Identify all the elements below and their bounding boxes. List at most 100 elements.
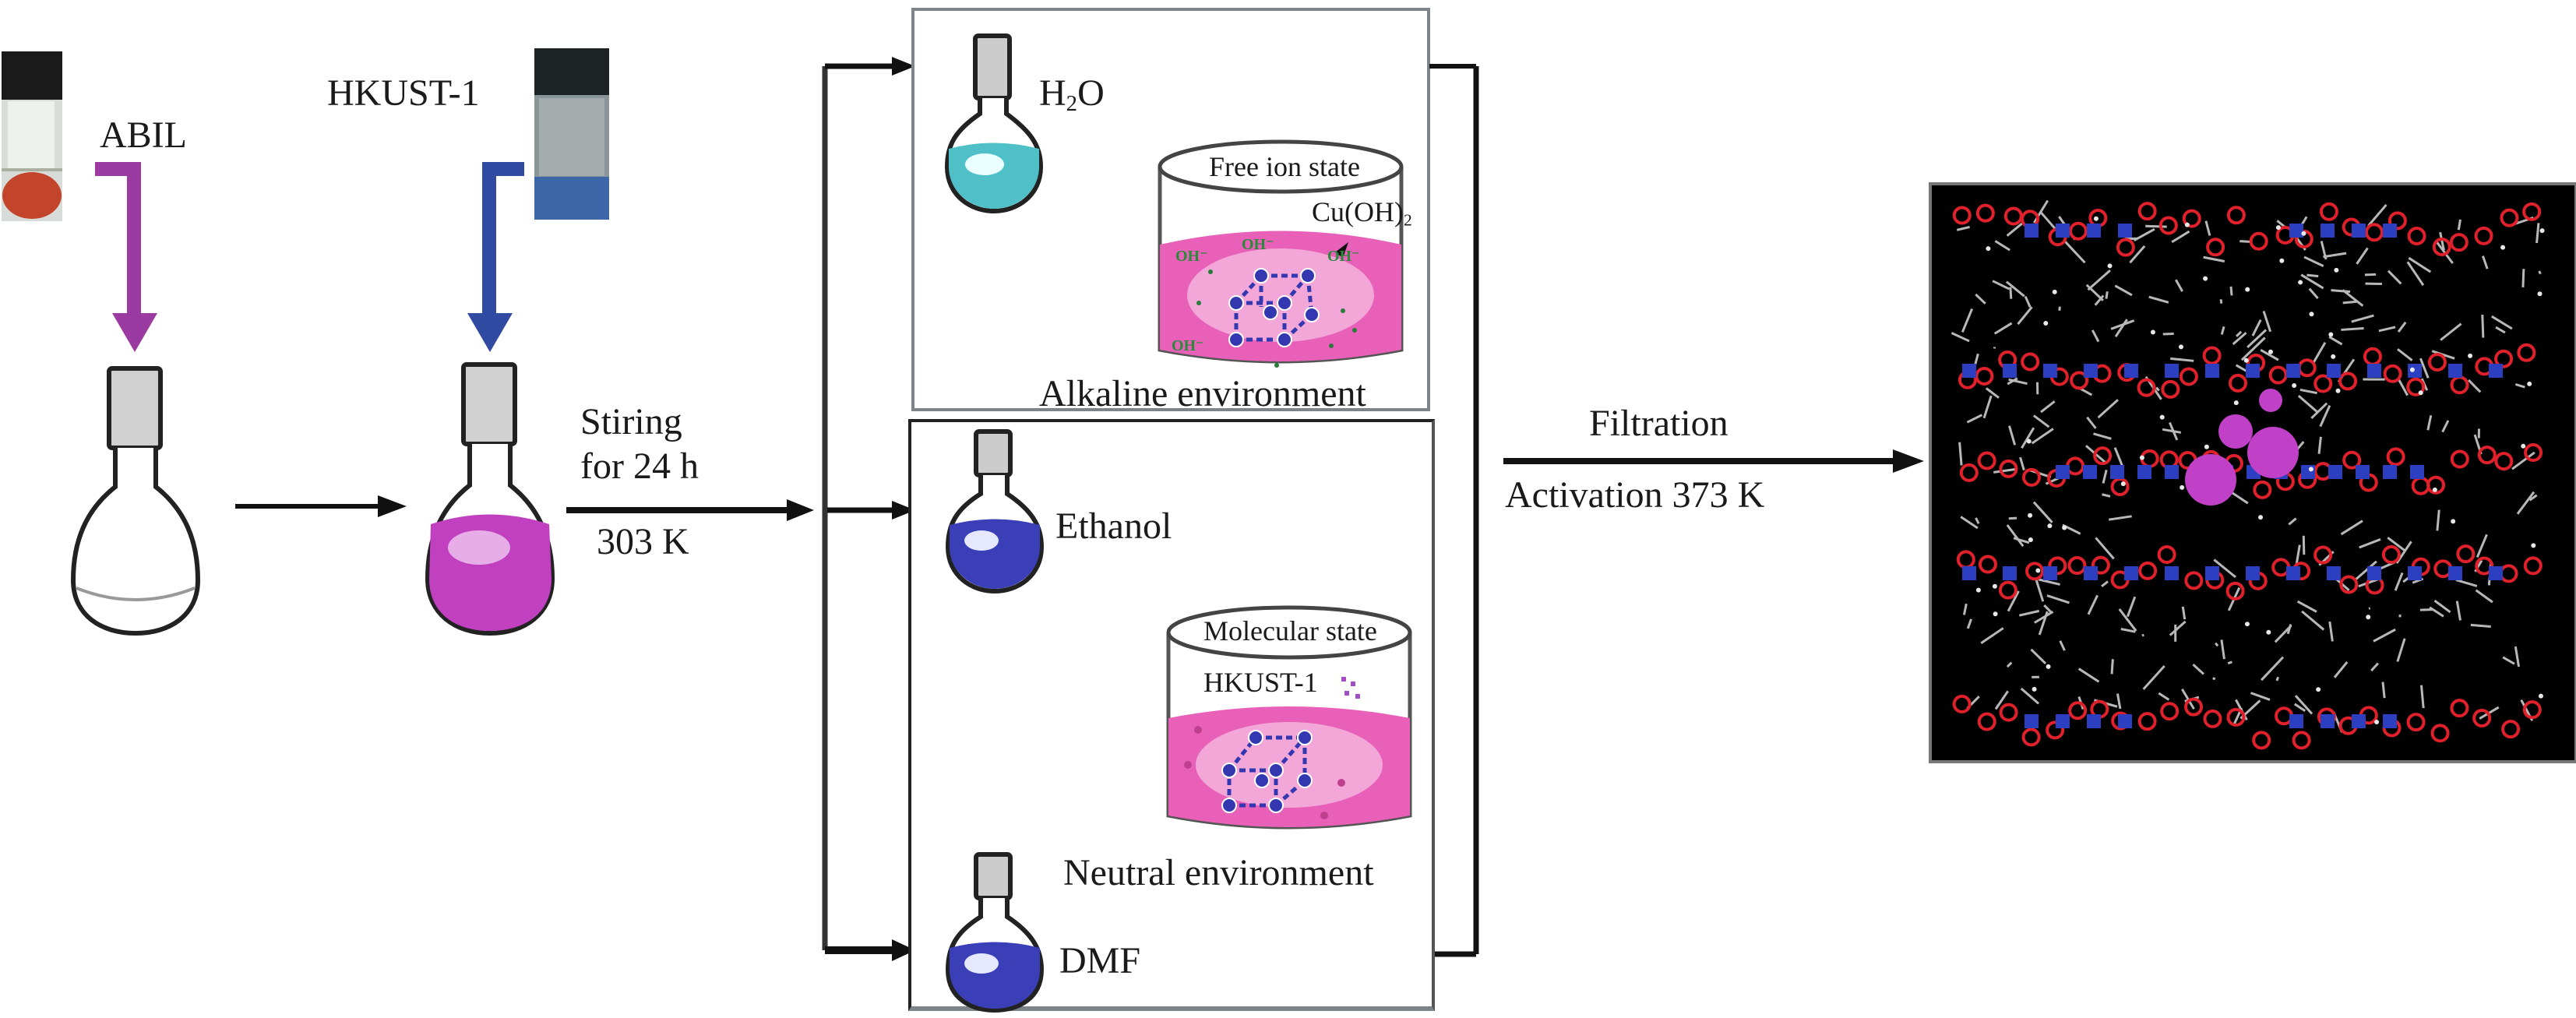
- oxygen-ring: [2182, 209, 2201, 228]
- carbon-bond: [2006, 222, 2024, 237]
- carbon-bond: [2297, 394, 2319, 414]
- carbon-bond: [1993, 322, 2013, 335]
- hydrogen-atom: [2244, 622, 2250, 627]
- copper-node: [2448, 566, 2462, 580]
- carbon-bond: [2020, 687, 2040, 705]
- carbon-bond: [1992, 280, 2010, 291]
- carbon-bond: [2007, 377, 2018, 386]
- hydrogen-atom: [2316, 687, 2321, 692]
- oxygen-ring: [2048, 556, 2067, 576]
- carbon-bond: [2286, 624, 2292, 635]
- carbon-bond: [2250, 692, 2271, 701]
- oxygen-ring: [2522, 202, 2542, 221]
- oxygen-ring: [2252, 731, 2271, 750]
- step-stiring-line1: Stiring: [580, 401, 682, 442]
- carbon-bond: [2470, 623, 2491, 628]
- carbon-bond: [2034, 611, 2054, 624]
- carbon-bond: [2227, 660, 2232, 665]
- carbon-bond: [2204, 220, 2211, 236]
- oxygen-ring: [2137, 712, 2157, 731]
- cu-oh2-label: Cu(OH)2: [1312, 196, 1412, 230]
- oxygen-ring: [2226, 206, 2246, 225]
- carbon-bond: [2406, 261, 2425, 287]
- oxygen-ring: [2407, 226, 2426, 245]
- copper-node: [2124, 364, 2138, 378]
- carbon-bond: [2419, 608, 2433, 611]
- oxygen-ring: [2386, 447, 2405, 467]
- carbon-bond: [2118, 608, 2137, 632]
- copper-node: [2087, 224, 2101, 238]
- carbon-bond: [1961, 308, 1974, 333]
- neutral-beaker-icon: [1166, 605, 1412, 830]
- oxygen-ring: [1977, 451, 1996, 470]
- carbon-bond: [2419, 358, 2430, 379]
- carbon-bond: [2434, 239, 2454, 264]
- carbon-bond: [2317, 436, 2322, 454]
- free-ion-state-label: Free ion state: [1209, 151, 1360, 182]
- hydrogen-atom: [2539, 228, 2545, 234]
- carbon-bond: [2367, 203, 2387, 227]
- oxygen-ring: [2387, 211, 2407, 231]
- carbon-bond: [2457, 219, 2461, 231]
- copper-node: [2289, 714, 2303, 728]
- oxygen-ring: [2179, 367, 2198, 386]
- copper-node: [2084, 566, 2098, 580]
- oxygen-ring: [2067, 556, 2087, 576]
- carbon-bond: [2482, 255, 2489, 269]
- oxygen-ring: [2116, 238, 2135, 257]
- oxygen-ring: [2068, 701, 2088, 720]
- carbon-bond: [2288, 517, 2297, 526]
- carbon-bond: [2378, 326, 2396, 333]
- oxygen-ring: [2021, 467, 2041, 487]
- copper-node: [2327, 566, 2341, 580]
- carbon-bond: [2181, 689, 2195, 710]
- carbon-bond: [2368, 607, 2371, 610]
- carbon-bond: [2213, 558, 2236, 579]
- carbon-bond: [2387, 269, 2402, 285]
- carbon-bond: [2030, 648, 2047, 664]
- copper-node: [2489, 364, 2503, 378]
- carbon-bond: [2093, 432, 2112, 440]
- carbon-bond: [2511, 451, 2535, 470]
- oxygen-ring: [2494, 349, 2514, 368]
- oxygen-ring: [2494, 452, 2514, 471]
- carbon-bond: [2455, 579, 2478, 587]
- carbon-bond: [2019, 456, 2025, 471]
- oxygen-ring: [2406, 713, 2426, 732]
- carbon-bond: [2235, 330, 2243, 337]
- hydrogen-atom: [2028, 537, 2033, 542]
- copper-node: [2408, 566, 2422, 580]
- copper-node: [2448, 364, 2462, 378]
- oxygen-ring: [2364, 223, 2384, 242]
- copper-node: [2087, 714, 2101, 728]
- copper-node: [2367, 566, 2381, 580]
- copper-node: [2352, 224, 2366, 238]
- carbon-bond: [2108, 515, 2132, 521]
- copper-node: [1962, 566, 1976, 580]
- hydrogen-atom: [2531, 543, 2536, 548]
- step-activation: Activation 373 K: [1505, 474, 1765, 516]
- carbon-bond: [2033, 414, 2050, 428]
- step-stiring-line2: for 24 h: [580, 446, 699, 487]
- hydrogen-atom: [2366, 615, 2371, 620]
- oxygen-ring: [2406, 377, 2426, 396]
- carbon-bond: [2262, 310, 2272, 333]
- oxygen-ring: [2070, 371, 2089, 390]
- oxygen-ring: [2184, 571, 2204, 590]
- hydrogen-atom: [2268, 349, 2273, 354]
- carbon-bond: [2046, 594, 2070, 604]
- carbon-bond: [1951, 332, 1970, 343]
- oxygen-ring: [2313, 545, 2333, 565]
- carbon-bond: [2114, 284, 2133, 297]
- step-temperature: 303 K: [597, 521, 689, 562]
- carbon-bond: [2203, 255, 2225, 262]
- carbon-bond: [2035, 578, 2045, 602]
- carbon-bond: [2341, 327, 2364, 331]
- copper-node: [2043, 566, 2057, 580]
- hydrogen-atom: [2032, 686, 2037, 692]
- oxygen-ring: [2068, 221, 2088, 241]
- copper-node: [2286, 566, 2300, 580]
- hydrogen-atom: [2374, 720, 2380, 725]
- hydrogen-atom: [2107, 263, 2113, 269]
- carbon-bond: [2095, 537, 2115, 560]
